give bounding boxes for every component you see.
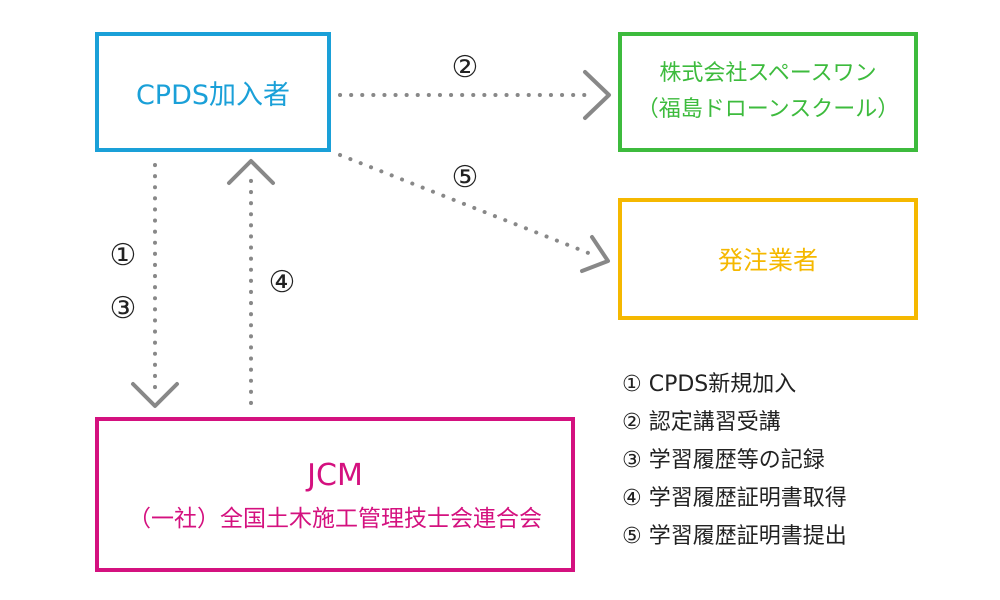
arrow-5-line — [338, 153, 598, 258]
arrow-1-3-head — [131, 382, 179, 408]
node-space-one: 株式会社スペースワン （福島ドローンスクール） — [618, 32, 918, 152]
legend-item-2: ② 認定講習受講 — [622, 410, 781, 435]
node-ordering-company: 発注業者 — [618, 198, 918, 320]
legend-item-5: ⑤ 学習履歴証明書提出 — [622, 524, 847, 549]
step-label-4: ④ — [268, 265, 296, 300]
step-label-1: ① — [109, 238, 137, 273]
legend-item-1: ① CPDS新規加入 — [622, 372, 797, 397]
node-ordering-company-label: 発注業者 — [717, 246, 818, 275]
node-jcm: JCM （一社）全国土木施工管理技士会連合会 — [95, 417, 575, 572]
legend: ① CPDS新規加入 ② 認定講習受講 ③ 学習履歴等の記録 ④ 学習履歴証明書… — [622, 366, 847, 556]
legend-item-3: ③ 学習履歴等の記録 — [622, 448, 825, 473]
node-jcm-fullname: （一社）全国土木施工管理技士会連合会 — [128, 505, 542, 532]
node-jcm-title: JCM — [307, 457, 363, 493]
arrow-2-head — [583, 70, 611, 120]
arrow-5-head — [580, 235, 610, 273]
arrow-4-head — [227, 159, 275, 185]
node-cpds-member-label: CPDS加入者 — [135, 79, 291, 111]
node-space-one-school: （福島ドローンスクール） — [636, 97, 900, 122]
step-label-3: ③ — [109, 291, 137, 326]
node-cpds-member: CPDS加入者 — [95, 32, 331, 152]
node-space-one-name: 株式会社スペースワン — [659, 61, 877, 86]
step-label-5: ⑤ — [451, 160, 479, 195]
step-label-2: ② — [451, 50, 479, 85]
legend-item-4: ④ 学習履歴証明書取得 — [622, 486, 847, 511]
